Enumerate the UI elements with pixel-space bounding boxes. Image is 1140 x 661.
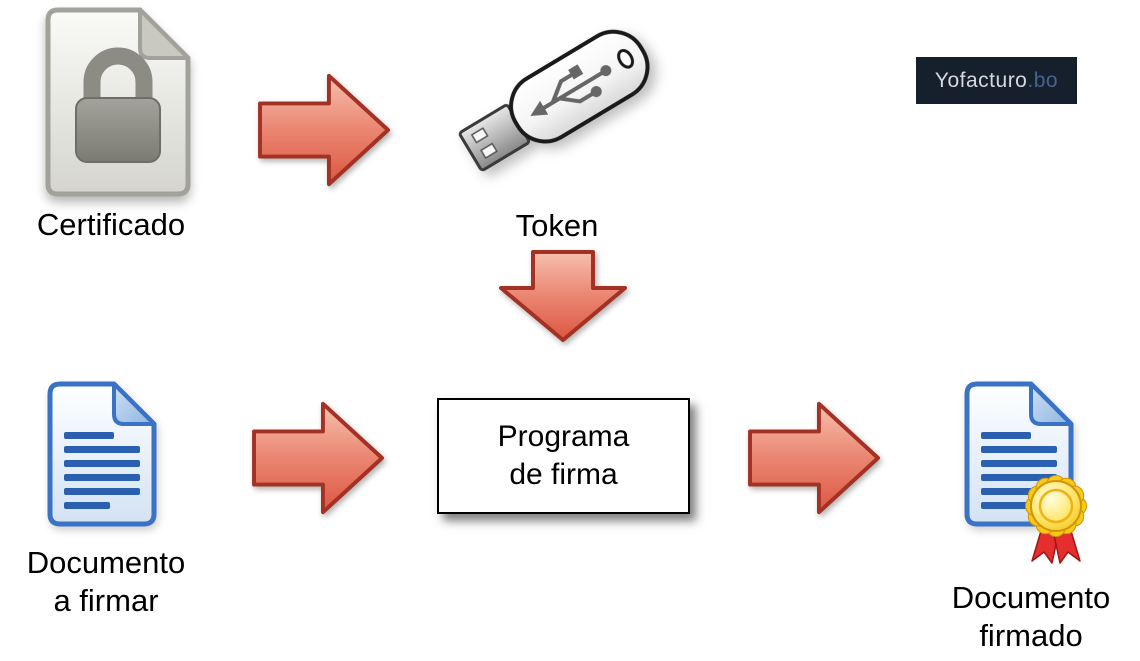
document-text-icon [47, 381, 157, 527]
documento-a-firmar-label-line1: Documento [26, 545, 186, 580]
yofacturo-logo: Yofacturo.bo [916, 57, 1077, 104]
documento-firmado-label-line1: Documento [951, 580, 1111, 615]
token-node [436, 0, 678, 206]
certificate-lock-icon [45, 7, 191, 197]
documento-firmado-label-line2: firmado [979, 618, 1083, 653]
documento-firmado-label: Documento firmado [925, 579, 1137, 655]
documento-a-firmar-label-line2: a firmar [53, 583, 159, 618]
yofacturo-logo-suffix: .bo [1027, 68, 1059, 92]
documento-a-firmar-node [36, 378, 168, 530]
arrow-token-to-program-icon [497, 248, 629, 344]
yofacturo-logo-brand: Yofacturo [934, 68, 1028, 92]
programa-de-firma-line2: de firma [509, 458, 618, 491]
documento-a-firmar-label: Documento a firmar [2, 544, 210, 620]
arrow-doc-to-program-icon [250, 394, 388, 522]
usb-token-icon [458, 29, 650, 172]
arrow-cert-to-token-icon [256, 66, 394, 194]
token-label: Token [515, 208, 599, 243]
programa-de-firma-box: Programa de firma [437, 398, 690, 514]
certificado-node [28, 4, 196, 200]
gold-seal-ribbon-icon [1014, 466, 1098, 570]
arrow-program-to-signed-icon [746, 394, 884, 522]
programa-de-firma-line1: Programa [497, 420, 630, 453]
certificado-label: Certificado [36, 207, 186, 242]
